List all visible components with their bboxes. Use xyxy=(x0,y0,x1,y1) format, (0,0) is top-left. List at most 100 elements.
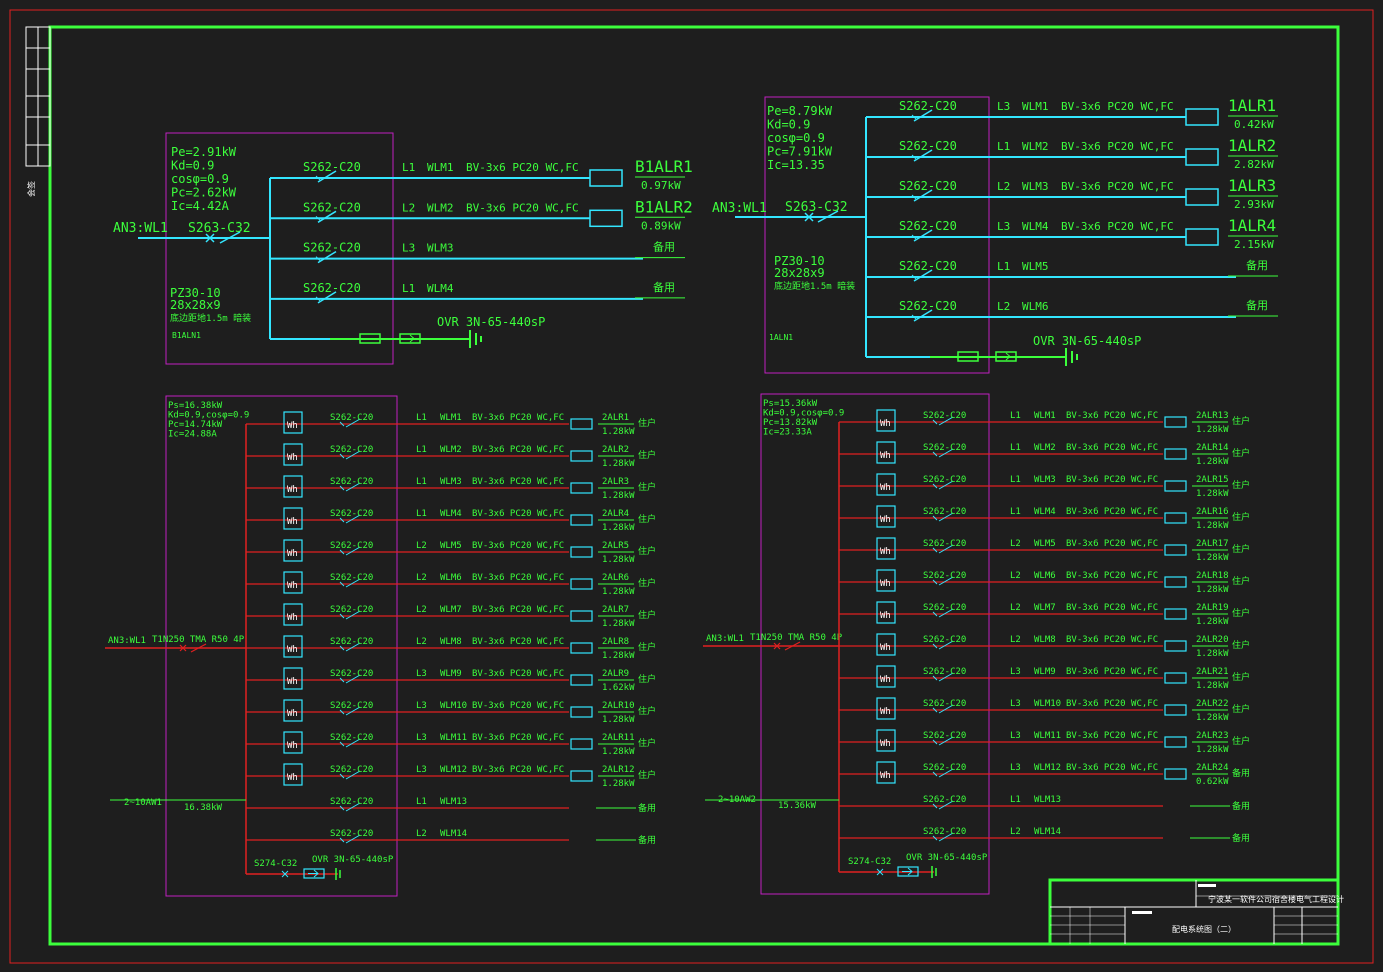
breaker-contact xyxy=(345,546,361,556)
incoming-label: AN3:WL1 xyxy=(113,221,168,236)
breaker-label: S262-C20 xyxy=(330,765,373,775)
breaker-label: S262-C20 xyxy=(330,541,373,551)
meter-box xyxy=(283,507,303,530)
cable-label: BV-3x6 PC20 WC,FC xyxy=(472,733,564,743)
box-size: 28x28x9 xyxy=(774,266,825,280)
dest-label: 2ALR7 xyxy=(602,605,629,615)
load-label: 1.28kW xyxy=(602,491,635,501)
cable-label: BV-3x6 PC20 WC,FC xyxy=(472,669,564,679)
main-breaker-label: S263-C32 xyxy=(188,221,251,236)
breaker-contact xyxy=(345,418,361,428)
dest-label: 2ALR23 xyxy=(1196,731,1229,741)
load-label: 1.28kW xyxy=(1196,649,1229,659)
note-label: 住户 xyxy=(638,481,656,493)
breaker-mark xyxy=(911,114,917,120)
breaker-mark xyxy=(932,675,938,681)
meter-label: Wh xyxy=(880,483,891,493)
outer-border xyxy=(9,9,1374,964)
wlm-label: WLM1 xyxy=(440,413,462,423)
phase-label: L1 xyxy=(416,509,427,519)
phase-label: L2 xyxy=(1010,603,1021,613)
phase-label: L2 xyxy=(1010,635,1021,645)
breaker-contact xyxy=(938,640,954,650)
surge-protector: OVR 3N-65-440sP xyxy=(270,315,545,348)
load-box xyxy=(1164,704,1187,716)
note-label: 住户 xyxy=(1232,639,1250,651)
cable-label: BV-3x6 PC20 WC,FC xyxy=(1066,507,1158,517)
breaker-mark xyxy=(339,549,345,555)
load-label: 1.28kW xyxy=(602,459,635,469)
load-box xyxy=(1164,416,1187,428)
phase-label: L3 xyxy=(1010,699,1021,709)
phase-label: L3 xyxy=(416,765,427,775)
breaker-mark xyxy=(932,611,938,617)
breaker-contact xyxy=(345,610,361,620)
phase-label: L1 xyxy=(1010,475,1021,485)
panel-parameters: Ps=15.36kWKd=0.9,cosφ=0.9Pc=13.82kWIc=23… xyxy=(763,399,844,438)
wlm-label: WLM2 xyxy=(427,201,454,214)
spd-label: OVR 3N-65-440sP xyxy=(437,315,545,329)
phase-label: L1 xyxy=(997,260,1010,273)
box-model: PZ30-10 xyxy=(774,254,825,268)
panel-id: B1ALN1 xyxy=(172,331,201,340)
cable-label: BV-3x6 PC20 WC,FC xyxy=(1066,571,1158,581)
breaker-label: S262-C20 xyxy=(899,299,957,313)
wlm-label: WLM9 xyxy=(440,669,462,679)
cable-label: BV-3x6 PC20 WC,FC xyxy=(472,637,564,647)
breaker-contact xyxy=(317,210,337,223)
breaker-contact xyxy=(317,170,337,183)
breaker-label: S262-C20 xyxy=(330,573,373,583)
wlm-label: WLM6 xyxy=(1034,571,1056,581)
breaker-mark xyxy=(339,709,345,715)
phase-label: L1 xyxy=(402,161,415,174)
meter-label: Wh xyxy=(880,579,891,589)
phase-label: L1 xyxy=(1010,795,1021,805)
spare-label: 备用 xyxy=(653,280,675,294)
signoff-strip: 会签 xyxy=(25,26,51,197)
breaker-label: S262-C20 xyxy=(923,539,966,549)
cable-label: BV-3x6 PC20 WC,FC xyxy=(472,701,564,711)
phase-label: L2 xyxy=(416,637,427,647)
load-label: 1.28kW xyxy=(602,779,635,789)
panel-2-10aw2: Ps=15.36kWKd=0.9,cosφ=0.9Pc=13.82kWIc=23… xyxy=(703,393,1250,895)
load-label: 2.82kW xyxy=(1234,158,1274,171)
feeder-label: 2~10AW1 xyxy=(124,798,162,808)
surge-protector: OVR 3N-65-440sP xyxy=(866,334,1141,366)
breaker-contact xyxy=(913,109,933,122)
meter-label: Wh xyxy=(287,581,298,591)
load-box xyxy=(1164,672,1187,684)
dest-label: 2ALR17 xyxy=(1196,539,1229,549)
breaker-mark xyxy=(911,234,917,240)
cable-label: BV-3x6 PC20 WC,FC xyxy=(1066,411,1158,421)
param-line: Ic=23.33A xyxy=(763,428,812,438)
wlm-label: WLM11 xyxy=(440,733,467,743)
breaker-mark xyxy=(932,803,938,809)
breaker-mark xyxy=(315,215,321,221)
box-model: PZ30-10 xyxy=(170,286,221,300)
wlm-label: WLM5 xyxy=(1022,260,1049,273)
breaker-contact xyxy=(345,578,361,588)
wlm-label: WLM12 xyxy=(1034,763,1061,773)
meter-label: Wh xyxy=(880,739,891,749)
breaker-label: S262-C20 xyxy=(330,637,373,647)
phase-label: L2 xyxy=(416,829,427,839)
main-breaker-label: S263-C32 xyxy=(785,200,848,215)
breaker-label: S262-C20 xyxy=(923,443,966,453)
meter-box xyxy=(283,411,303,434)
dest-label: 2ALR18 xyxy=(1196,571,1229,581)
dest-label: 2ALR8 xyxy=(602,637,629,647)
wlm-label: WLM3 xyxy=(1022,180,1049,193)
phase-label: L2 xyxy=(997,300,1010,313)
breaker-contact xyxy=(913,189,933,202)
load-label: 1.28kW xyxy=(602,587,635,597)
breaker-label: S262-C20 xyxy=(330,445,373,455)
